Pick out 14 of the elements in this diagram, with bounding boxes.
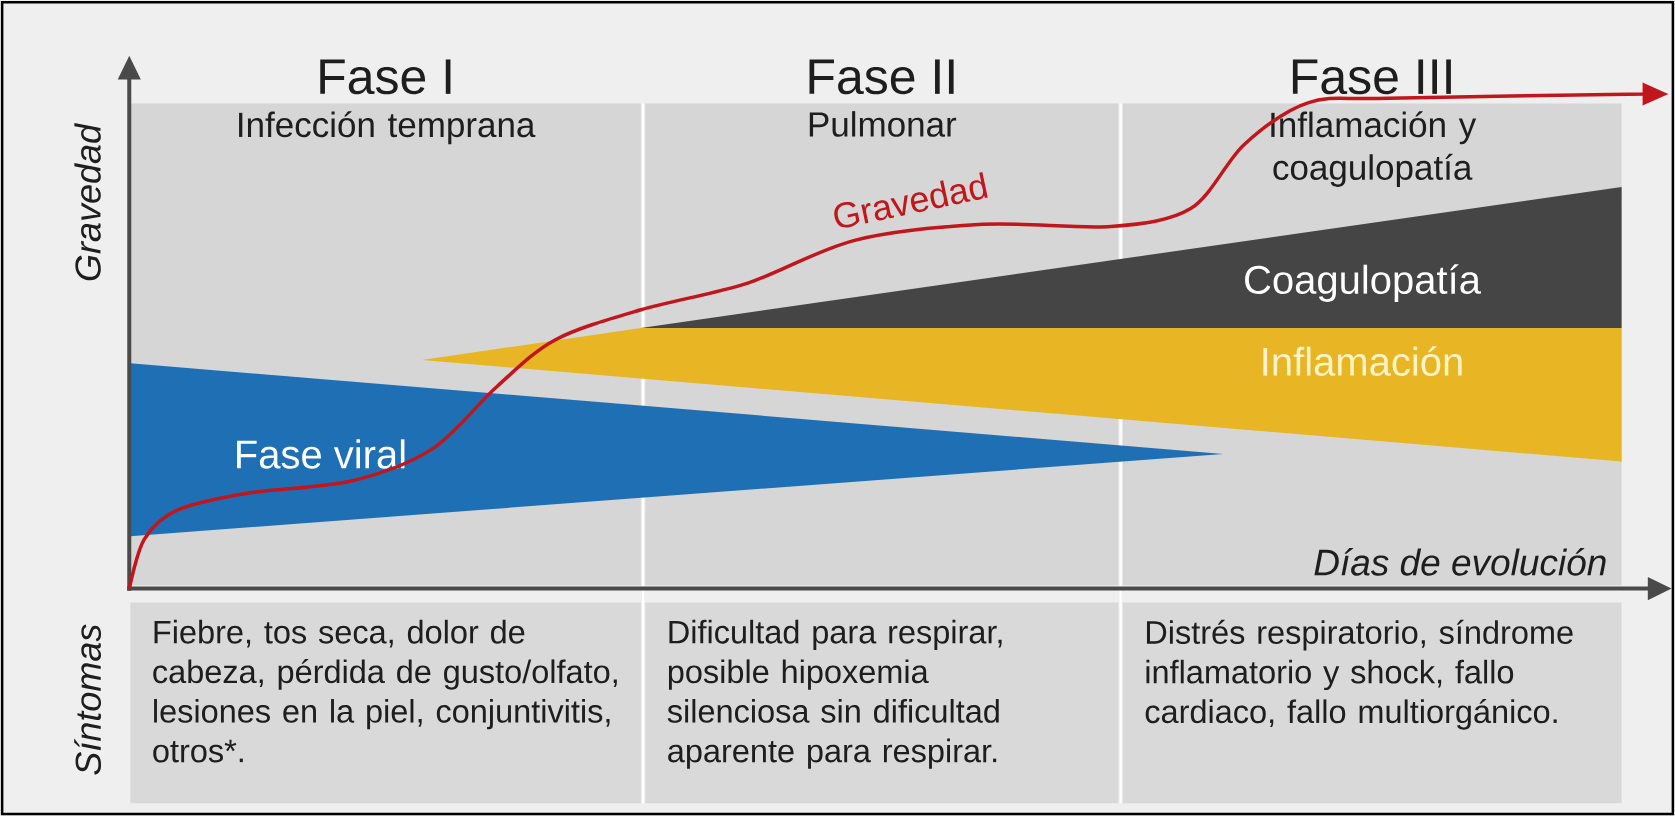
axis-label: Días de evolución bbox=[1314, 548, 1606, 576]
phase-wedge: Inflamación bbox=[421, 327, 1622, 462]
phase-heading: Fase II bbox=[809, 59, 954, 95]
symptom-box: Dificultad para respirar, posible hipoxemia silenciosa sin dificultad aparente para respirar. bbox=[645, 602, 1119, 804]
phase-subtitle: Inflamación y coagulopatía bbox=[1271, 111, 1477, 187]
axis-label: Síntomas bbox=[74, 624, 101, 775]
phase-heading: Fase III bbox=[1292, 59, 1451, 95]
phase-heading: Fase I bbox=[320, 59, 451, 95]
axis-label: Gravedad bbox=[74, 122, 101, 281]
symptom-box: Distrés respiratorio, síndrome inflamatorio y shock, fallo cardiaco, fallo multiorgánico. bbox=[1122, 602, 1622, 804]
phase-subtitle: Pulmonar bbox=[809, 111, 957, 137]
phase-subtitle: Infección temprana bbox=[239, 111, 536, 145]
phase-wedge: Fase viral bbox=[130, 363, 1224, 537]
symptom-box: Fiebre, tos seca, dolor de cabeza, pérdida de gusto/olfato, lesiones en la piel, conjuntivitis, otros*. bbox=[130, 602, 641, 804]
